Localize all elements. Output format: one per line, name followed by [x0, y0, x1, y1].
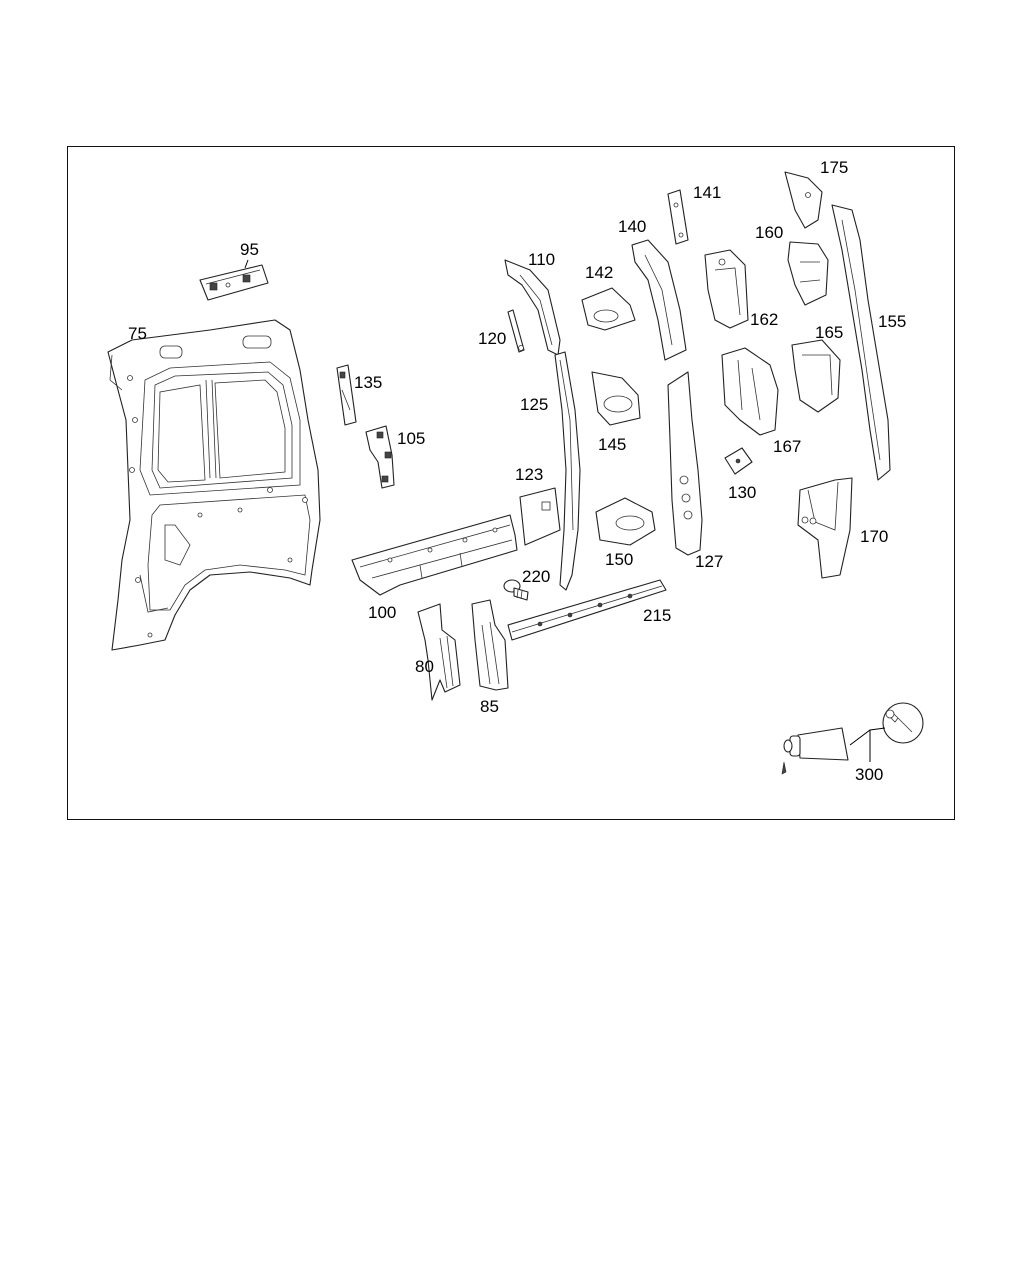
- label-100: 100: [368, 603, 396, 622]
- part-140-pillar-cover[interactable]: [631, 239, 687, 361]
- label-215: 215: [643, 606, 671, 625]
- label-110: 110: [528, 250, 555, 269]
- part-95-bracket[interactable]: [199, 264, 269, 301]
- label-130: 130: [728, 483, 756, 502]
- label-141: 141: [693, 183, 721, 202]
- label-123: 123: [515, 465, 543, 484]
- label-300: 300: [855, 765, 883, 784]
- label-170: 170: [860, 527, 888, 546]
- part-220-bolt[interactable]: [503, 579, 529, 601]
- part-141-plate[interactable]: [667, 189, 689, 245]
- label-167: 167: [773, 437, 801, 456]
- label-75: 75: [128, 324, 147, 343]
- label-145: 145: [598, 435, 626, 454]
- part-135-plate[interactable]: [336, 364, 357, 426]
- label-165: 165: [815, 323, 843, 342]
- part-167-bracket[interactable]: [721, 347, 779, 436]
- part-155-rear-pillar[interactable]: [831, 204, 891, 481]
- part-100-sill-member[interactable]: [351, 514, 518, 596]
- label-85: 85: [480, 697, 499, 716]
- part-142-bracket[interactable]: [581, 287, 636, 331]
- label-142: 142: [585, 263, 613, 282]
- part-80-pillar-reinforcement[interactable]: [417, 603, 461, 701]
- part-130-plate[interactable]: [724, 447, 753, 475]
- part-75-side-panel[interactable]: [107, 319, 321, 651]
- label-160: 160: [755, 223, 783, 242]
- label-150: 150: [605, 550, 633, 569]
- label-80: 80: [415, 657, 434, 676]
- part-127-pillar-lower[interactable]: [667, 371, 703, 556]
- part-170-bracket[interactable]: [797, 477, 853, 579]
- label-95: 95: [240, 240, 259, 259]
- part-160-bracket[interactable]: [787, 241, 829, 306]
- label-162: 162: [750, 310, 778, 329]
- label-155: 155: [878, 312, 906, 331]
- part-300-service-kit[interactable]: [781, 702, 924, 775]
- wrench-icon: [882, 702, 924, 744]
- part-105-reinforcement[interactable]: [365, 425, 395, 489]
- label-135: 135: [354, 373, 382, 392]
- part-125-pillar[interactable]: [554, 351, 581, 591]
- diagram-frame: [67, 146, 955, 820]
- part-145-bracket[interactable]: [591, 371, 641, 426]
- part-162-bracket[interactable]: [704, 249, 749, 329]
- label-220: 220: [522, 567, 550, 586]
- part-120-rod[interactable]: [507, 309, 525, 353]
- sealant-tube-icon: [781, 727, 849, 775]
- part-165-bracket[interactable]: [791, 339, 841, 413]
- label-105: 105: [397, 429, 425, 448]
- part-85-pillar-reinforcement[interactable]: [471, 599, 509, 691]
- label-120: 120: [478, 329, 506, 348]
- part-215-strip[interactable]: [507, 579, 667, 641]
- label-140: 140: [618, 217, 646, 236]
- label-125: 125: [520, 395, 548, 414]
- label-175: 175: [820, 158, 848, 177]
- part-150-bracket[interactable]: [595, 497, 656, 546]
- part-175-cap[interactable]: [784, 171, 823, 229]
- label-127: 127: [695, 552, 723, 571]
- part-123-panel[interactable]: [519, 487, 561, 546]
- part-110-pillar-upper[interactable]: [504, 259, 561, 356]
